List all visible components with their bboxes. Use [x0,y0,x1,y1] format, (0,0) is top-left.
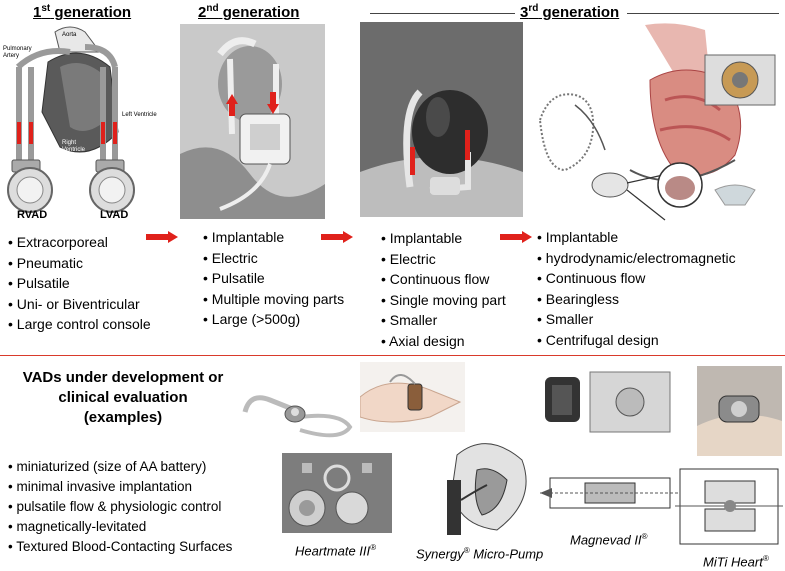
list-item: Continuous flow [381,269,506,290]
gen2-photo-svg [180,24,325,219]
gen3-centrifugal-illustration [535,20,783,225]
arrow-right-icon [500,231,532,243]
magnevad-schematic [540,458,680,528]
list-item: Electric [203,248,344,269]
gen2-implant-photo [180,24,325,219]
heartmate-caption: Heartmate III® [295,543,377,559]
gen2-features-list: Implantable Electric Pulsatile Multiple … [203,227,344,330]
list-item: Centrifugal design [537,330,736,351]
miti-caption: MiTi Heart® [703,554,769,570]
synergy-hand-svg [360,362,465,432]
dev-title-line-3: (examples) [83,409,163,426]
label-pulmonary-artery: Pulmonary Artery [3,46,32,59]
arrow-right-icon [321,231,353,243]
heartmate-pump-svg [242,395,353,438]
list-item: Axial design [381,331,506,352]
list-item: Extracorporeal [8,232,151,253]
list-item: Continuous flow [537,268,736,289]
gen3-centrifugal-features-list: Implantable hydrodynamic/electromagnetic… [537,227,736,350]
synergy-heart-diagram [437,430,542,540]
list-item: Large control console [8,314,151,335]
list-item: Implantable [203,227,344,248]
generation-3-title: 3rd generation [520,3,620,21]
miti-schematic [675,461,783,551]
magnevad-device-svg [545,371,671,433]
list-item: Textured Blood-Contacting Surfaces [8,537,232,557]
list-item: Uni- or Biventricular [8,294,151,315]
list-item: hydrodynamic/electromagnetic [537,248,736,269]
generation-1-title: 1st generation [33,3,132,21]
generation-2-title: 2nd generation [198,3,300,21]
label-left-ventricle: Left Ventricle [122,112,157,118]
gen1-diagram-svg [7,26,135,213]
list-item: minimal invasive implantation [8,477,232,497]
label-right-ventricle: Right Ventricle [62,140,86,153]
list-item: Pulsatile [8,273,151,294]
list-item: magnetically-levitated [8,517,232,537]
synergy-hand-photo [360,362,465,432]
list-item: pulsatile flow & physiologic control [8,497,232,517]
dev-title-line-2: clinical evaluation [58,389,188,406]
magnevad-device-photo [540,367,685,437]
list-item: Smaller [381,310,506,331]
heartmate-components-svg [282,453,392,533]
heartmate-pump-photo [240,372,355,447]
list-item: Implantable [537,227,736,248]
list-item: Electric [381,249,506,270]
magnevad-caption: Magnevad II® [570,532,648,548]
miti-hand-photo [697,366,782,456]
generation-3-rule-left [370,13,515,14]
list-item: Implantable [381,228,506,249]
label-rvad: RVAD [17,209,48,221]
list-item: Multiple moving parts [203,289,344,310]
development-section-title: VADs under development or clinical evalu… [18,368,228,428]
list-item: Pulsatile [203,268,344,289]
label-aorta: Aorta [62,32,77,38]
development-features-list: miniaturized (size of AA battery) minima… [8,457,232,557]
synergy-caption: Synergy® Micro-Pump [416,546,544,562]
gen3-axial-photo [360,22,523,217]
gen3-centrifugal-svg [538,23,776,221]
gen3-axial-svg [360,22,523,217]
magnevad-schematic-svg [540,477,680,509]
miti-schematic-svg [675,468,783,545]
heartmate-components-photo [282,453,392,533]
gen1-biventricular-illustration: Aorta Pulmonary Artery Left Ventricle Ri… [0,22,165,222]
list-item: Large (>500g) [203,309,344,330]
list-item: Single moving part [381,290,506,311]
gen1-features-list: Extracorporeal Pneumatic Pulsatile Uni- … [8,232,151,335]
generation-3-rule-right [627,13,779,14]
synergy-heart-svg [447,443,527,535]
arrow-right-icon [146,231,178,243]
dev-title-line-1: VADs under development or [22,369,224,386]
section-divider [0,355,785,356]
list-item: Bearingless [537,289,736,310]
label-lvad: LVAD [100,209,129,221]
list-item: Pneumatic [8,253,151,274]
list-item: Smaller [537,309,736,330]
miti-hand-svg [697,366,782,456]
gen3-axial-features-list: Implantable Electric Continuous flow Sin… [381,228,506,351]
list-item: miniaturized (size of AA battery) [8,457,232,477]
